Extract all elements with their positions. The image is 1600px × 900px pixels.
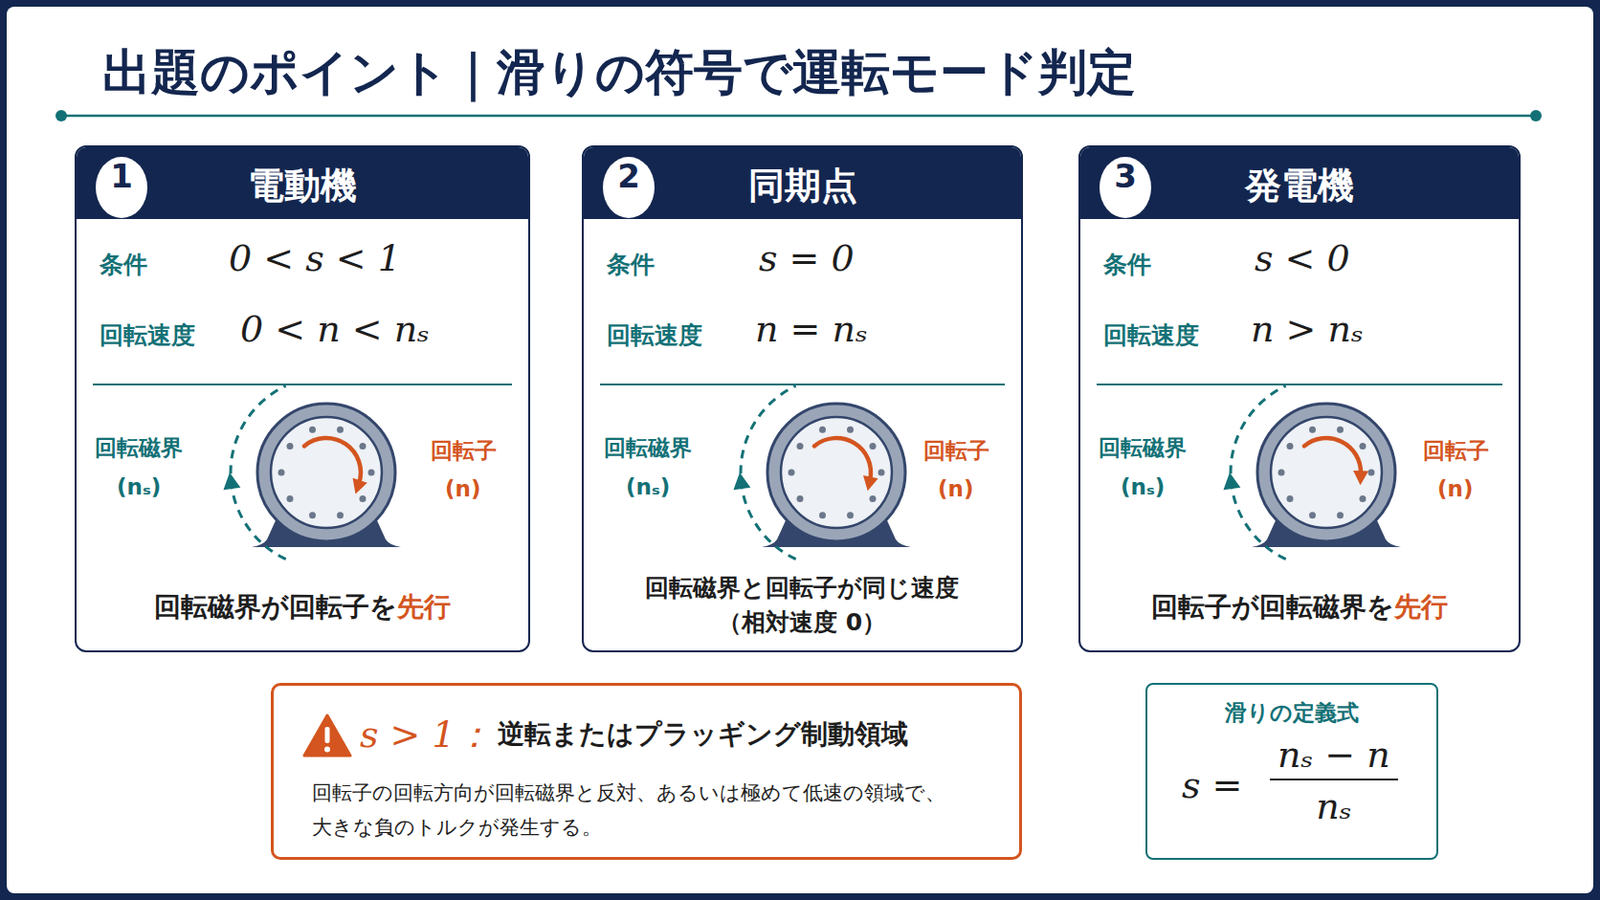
warning-title-row: s > 1：逆転またはプラッギング制動領域 [359, 707, 909, 763]
speed-label: 回転速度 [99, 319, 196, 352]
speed-formula: n > nₛ [1250, 308, 1364, 351]
speed-formula: 0 < n < nₛ [240, 308, 430, 351]
speed-label: 回転速度 [1103, 319, 1200, 352]
rotor-symbol: (n) [444, 475, 481, 503]
number-circle: 1 [95, 156, 148, 219]
mode-card: 発電機条件s < 0回転速度n > nₛ回転磁界(nₛ)回転子(n)回転子が回転… [1078, 145, 1521, 653]
caption-row: 回転子が回転磁界を先行 [1080, 589, 1519, 626]
condition-label: 条件 [1103, 248, 1152, 281]
number-text: 2 [602, 156, 655, 209]
speed-formula: n = nₛ [755, 308, 868, 351]
number-text: 3 [1099, 156, 1152, 209]
rotor-symbol: (n) [1437, 475, 1473, 503]
divider-line [600, 383, 1005, 386]
motor-illustration [1080, 147, 1521, 653]
warning-body: 回転子の回転方向が回転磁界と反対、あるいは極めて低速の領域で、 大きな負のトルク… [311, 776, 946, 845]
card-caption: 回転磁界が回転子を [154, 589, 398, 626]
rotor-label: 回転子 [923, 437, 990, 465]
number-circle: 3 [1099, 156, 1152, 219]
number-circle: 2 [602, 156, 655, 219]
field-label: 回転磁界 [603, 434, 692, 462]
card-caption: 回転磁界と回転子が同じ速度 （相対速度 0） [643, 571, 961, 641]
divider-line [92, 383, 512, 386]
condition-formula: s = 0 [758, 237, 855, 280]
field-label: 回転磁界 [1098, 434, 1187, 462]
field-symbol: (nₛ) [625, 473, 670, 501]
speed-label: 回転速度 [606, 319, 703, 352]
caption-emphasis: 先行 [1394, 589, 1448, 626]
condition-formula: 0 < s < 1 [228, 237, 401, 280]
field-symbol: (nₛ) [1120, 473, 1165, 501]
warning-title: 逆転またはプラッギング制動領域 [497, 716, 909, 754]
card-caption: 回転子が回転磁界を [1151, 589, 1395, 626]
warning-condition: s > 1： [359, 711, 492, 760]
warning-box: s > 1：逆転またはプラッギング制動領域回転子の回転方向が回転磁界と反対、ある… [270, 683, 1023, 861]
fraction-denominator: nₛ [1269, 780, 1399, 829]
rotor-label: 回転子 [430, 437, 497, 465]
rotor-symbol: (n) [937, 475, 974, 503]
condition-label: 条件 [99, 248, 148, 281]
formula-lhs: s = [1181, 764, 1243, 807]
fraction: nₛ − nnₛ [1269, 733, 1399, 829]
warning-icon [302, 712, 353, 759]
page-title: 出題のポイント｜滑りの符号で運転モード判定 [102, 40, 1136, 107]
number-text: 1 [95, 156, 148, 209]
condition-formula: s < 0 [1254, 237, 1351, 280]
formula-heading: 滑りの定義式 [1147, 698, 1437, 729]
motor-illustration [76, 147, 531, 653]
fraction-numerator: nₛ − n [1269, 733, 1399, 781]
mode-card: 同期点条件s = 0回転速度n = nₛ回転磁界(nₛ)回転子(n)回転磁界と回… [581, 145, 1023, 653]
rotor-label: 回転子 [1422, 437, 1489, 465]
caption-emphasis: 先行 [397, 589, 451, 626]
caption-row: 回転磁界が回転子を先行 [76, 589, 529, 626]
field-symbol: (nₛ) [116, 473, 161, 501]
mode-card: 電動機条件0 < s < 1回転速度0 < n < nₛ回転磁界(nₛ)回転子(… [74, 145, 531, 653]
condition-label: 条件 [606, 248, 655, 281]
formula-box: 滑りの定義式 s = nₛ − nnₛ [1145, 683, 1439, 861]
field-label: 回転磁界 [94, 434, 183, 462]
divider-line [1096, 383, 1503, 386]
